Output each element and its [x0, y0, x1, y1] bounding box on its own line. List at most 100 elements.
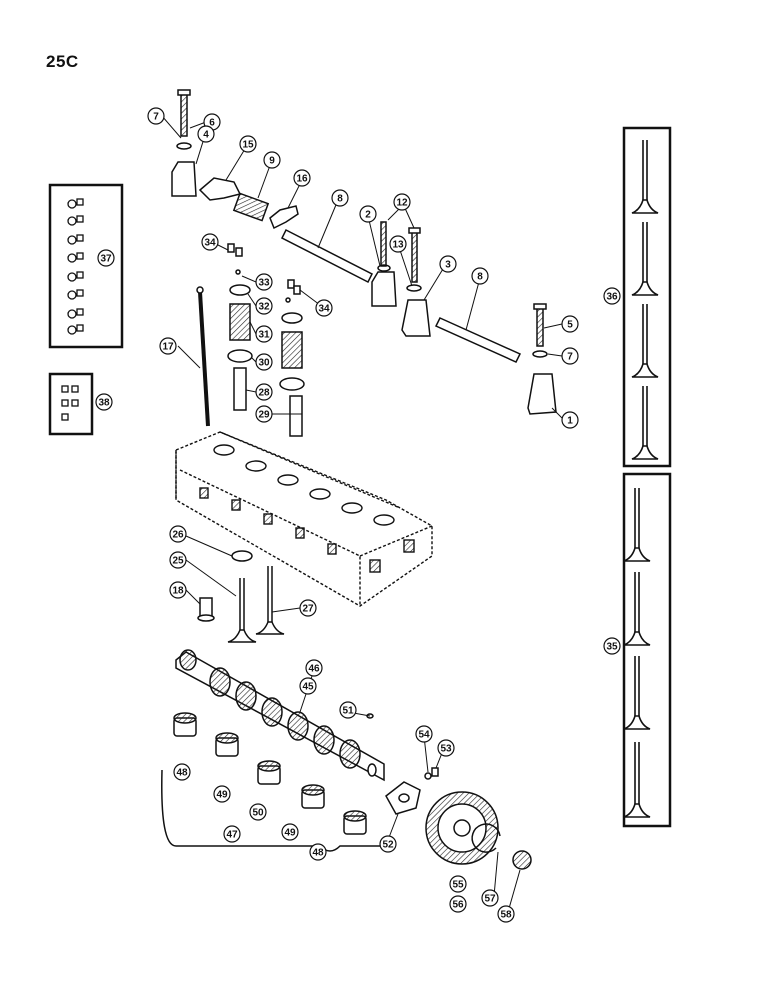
callout-52-label: 52: [382, 840, 394, 851]
callout-3-label: 3: [445, 260, 451, 271]
callout-32-label: 32: [258, 302, 270, 313]
callout-29-label: 29: [258, 410, 270, 421]
callout-15-label: 15: [242, 140, 254, 151]
callout-17: 17: [159, 337, 177, 355]
callout-4: 4: [197, 125, 215, 143]
callout-36: 36: [603, 287, 621, 305]
callout-5: 5: [561, 315, 579, 333]
camshaft: [175, 649, 385, 782]
callout-48b: 48: [309, 843, 327, 861]
callout-25-label: 25: [172, 556, 184, 567]
callout-6-label: 6: [209, 118, 215, 129]
callout-37-label: 37: [100, 254, 112, 265]
callout-8a-label: 8: [337, 194, 343, 205]
callout-31: 31: [255, 325, 273, 343]
callout-8b: 8: [471, 267, 489, 285]
callout-28: 28: [255, 383, 273, 401]
callout-48a-label: 48: [176, 768, 188, 779]
callout-26-label: 26: [172, 530, 184, 541]
callout-32: 32: [255, 297, 273, 315]
callout-7b-label: 7: [567, 352, 573, 363]
kit-box-37: [48, 183, 124, 349]
callout-30-label: 30: [258, 358, 270, 369]
callout-7a-label: 7: [153, 112, 159, 123]
callout-5-label: 5: [567, 320, 573, 331]
callout-51-label: 51: [342, 706, 354, 717]
callout-37: 37: [97, 249, 115, 267]
callout-58: 58: [497, 905, 515, 923]
callout-45-label: 45: [302, 682, 314, 693]
callout-36-label: 36: [606, 292, 618, 303]
callout-12-label: 12: [396, 198, 408, 209]
callout-2-label: 2: [365, 210, 371, 221]
callout-3: 3: [439, 255, 457, 273]
callout-35: 35: [603, 637, 621, 655]
callout-49a: 49: [213, 785, 231, 803]
callout-15: 15: [239, 135, 257, 153]
callout-25: 25: [169, 551, 187, 569]
callout-18: 18: [169, 581, 187, 599]
callout-26: 26: [169, 525, 187, 543]
callout-1: 1: [561, 411, 579, 429]
callout-48b-label: 48: [312, 848, 324, 859]
callout-13-label: 13: [392, 240, 404, 251]
callout-55: 55: [449, 875, 467, 893]
callout-9: 9: [263, 151, 281, 169]
callout-57: 57: [481, 889, 499, 907]
callout-33-label: 33: [258, 278, 270, 289]
callout-57-label: 57: [484, 894, 496, 905]
callouts: 7 6 4 15 9 16 8 2 12 13 3 8 5 7 1 34 33 …: [95, 107, 621, 923]
callout-8a: 8: [331, 189, 349, 207]
callout-48a: 48: [173, 763, 191, 781]
callout-53: 53: [437, 739, 455, 757]
callout-50: 50: [249, 803, 267, 821]
callout-49b: 49: [281, 823, 299, 841]
callout-29: 29: [255, 405, 273, 423]
callout-12: 12: [393, 193, 411, 211]
callout-56: 56: [449, 895, 467, 913]
callout-55-label: 55: [452, 880, 464, 891]
callout-51: 51: [339, 701, 357, 719]
callout-56-label: 56: [452, 900, 464, 911]
callout-50-label: 50: [252, 808, 264, 819]
callout-46-label: 46: [308, 664, 320, 675]
valve-set-box-36: [622, 126, 672, 468]
valve-train: [196, 243, 305, 437]
callout-30: 30: [255, 353, 273, 371]
callout-54-label: 54: [418, 730, 430, 741]
callout-52: 52: [379, 835, 397, 853]
callout-27: 27: [299, 599, 317, 617]
callout-17-label: 17: [162, 342, 174, 353]
timing-gear-group: [385, 767, 532, 870]
callout-45: 45: [299, 677, 317, 695]
callout-7b: 7: [561, 347, 579, 365]
callout-34a-label: 34: [204, 238, 216, 249]
callout-1-label: 1: [567, 416, 573, 427]
callout-58-label: 58: [500, 910, 512, 921]
callout-8b-label: 8: [477, 272, 483, 283]
callout-38: 38: [95, 393, 113, 411]
callout-27-label: 27: [302, 604, 314, 615]
callout-53-label: 53: [440, 744, 452, 755]
callout-2: 2: [359, 205, 377, 223]
callout-9-label: 9: [269, 156, 275, 167]
callout-33: 33: [255, 273, 273, 291]
callout-34a: 34: [201, 233, 219, 251]
rocker-assembly: [171, 89, 557, 415]
callout-38-label: 38: [98, 398, 110, 409]
kit-box-38: [48, 372, 94, 436]
callout-31-label: 31: [258, 330, 270, 341]
callout-34b: 34: [315, 299, 333, 317]
page-number: 25C: [46, 52, 79, 71]
cam-bearings: [161, 712, 382, 852]
callout-46: 46: [305, 659, 323, 677]
valve-set-box-35: [622, 472, 672, 828]
callout-35-label: 35: [606, 642, 618, 653]
cylinder-head: [175, 431, 433, 607]
valves-and-tappet: [197, 550, 285, 643]
callout-13: 13: [389, 235, 407, 253]
callout-49b-label: 49: [284, 828, 296, 839]
callout-47: 47: [223, 825, 241, 843]
